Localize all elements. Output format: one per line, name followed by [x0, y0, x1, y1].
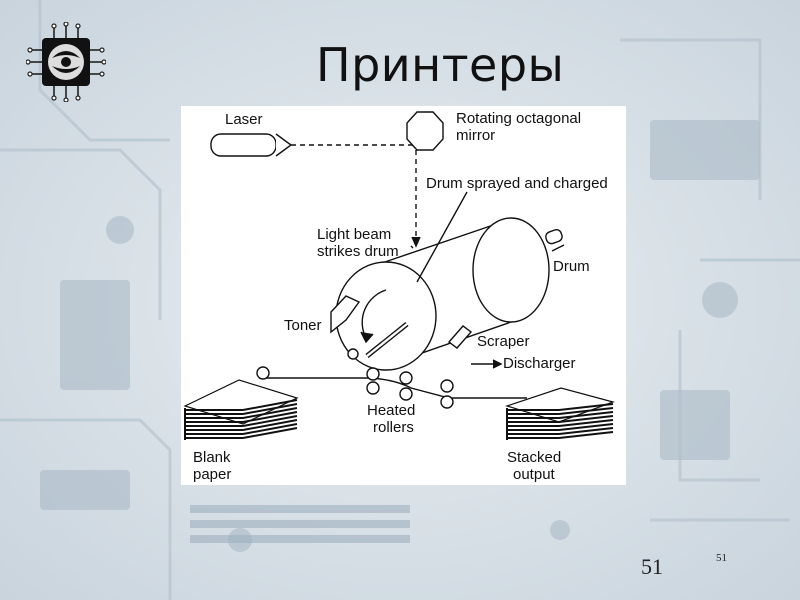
chip-logo-icon	[26, 22, 106, 102]
label-heated-1: Heated	[367, 402, 415, 419]
label-light-beam-2: strikes drum	[317, 243, 399, 260]
label-heated-2: rollers	[373, 419, 414, 436]
octagonal-mirror-icon	[407, 112, 443, 150]
label-laser: Laser	[225, 111, 263, 128]
label-mirror-2: mirror	[456, 127, 495, 144]
laser-icon	[211, 134, 291, 156]
slide-title: Принтеры	[316, 38, 564, 92]
label-stacked-1: Stacked	[507, 449, 561, 466]
label-drum-sprayed: Drum sprayed and charged	[426, 175, 608, 192]
label-toner: Toner	[284, 317, 322, 334]
label-blank-1: Blank	[193, 449, 231, 466]
page-number-small: 51	[716, 552, 727, 564]
label-discharger: Discharger	[503, 355, 576, 372]
label-light-beam-1: Light beam	[317, 226, 391, 243]
laser-printer-diagram: Laser Rotating octagonal mirror Drum spr…	[181, 106, 626, 485]
label-drum: Drum	[553, 258, 590, 275]
page-number: 51	[641, 554, 663, 580]
label-blank-2: paper	[193, 466, 231, 483]
paper-path	[259, 378, 527, 398]
label-stacked-2: output	[513, 466, 556, 483]
label-scraper: Scraper	[477, 333, 530, 350]
stacked-output-icon	[507, 388, 613, 440]
blank-paper-stack-icon	[185, 380, 297, 440]
label-mirror-1: Rotating octagonal	[456, 110, 581, 127]
